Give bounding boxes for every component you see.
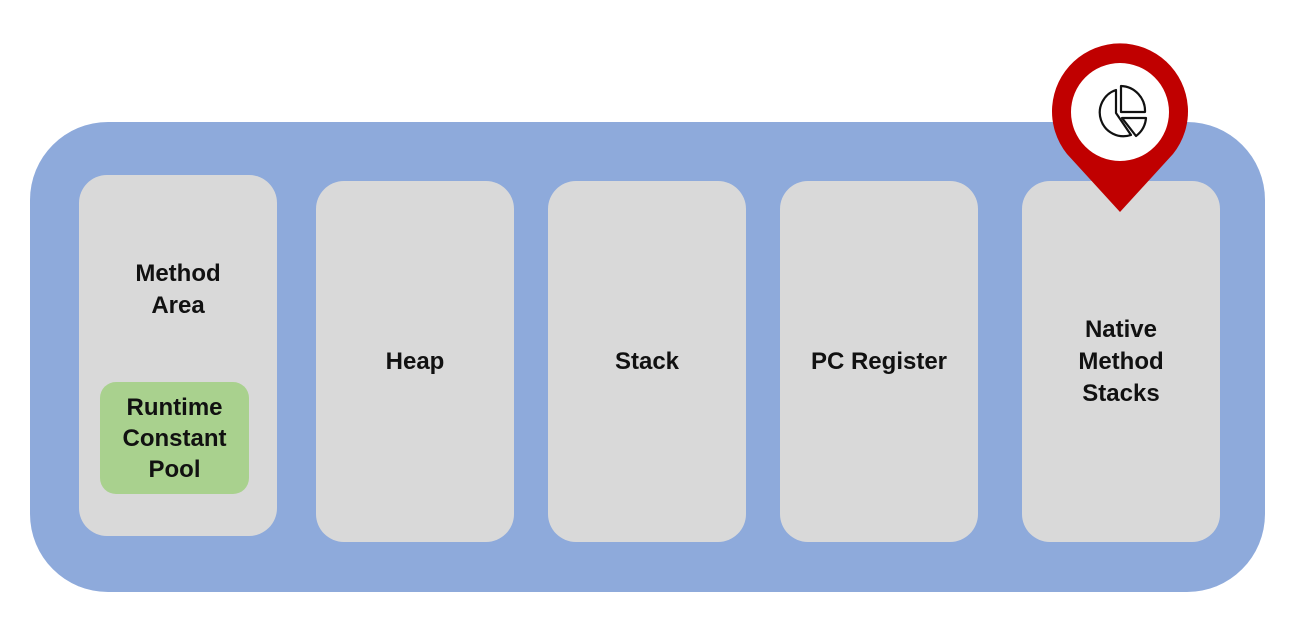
runtime-constant-pool-block: Runtime Constant Pool <box>100 382 249 494</box>
heap-block: Heap <box>316 181 514 542</box>
stack-label: Stack <box>614 347 680 375</box>
method-area-block: Method Area Runtime Constant Pool <box>79 175 277 536</box>
native-method-stacks-block: Native Method Stacks <box>1022 181 1220 542</box>
pc-register-block: PC Register <box>780 181 978 542</box>
location-marker-icon <box>1052 43 1188 213</box>
stack-block: Stack <box>548 181 746 542</box>
native-method-stacks-label: Native Method Stacks <box>1078 315 1164 407</box>
pc-register-label: PC Register <box>810 347 948 375</box>
heap-label: Heap <box>385 347 445 375</box>
pie-chart-icon <box>1098 84 1148 138</box>
method-area-label: Method Area <box>135 260 221 319</box>
